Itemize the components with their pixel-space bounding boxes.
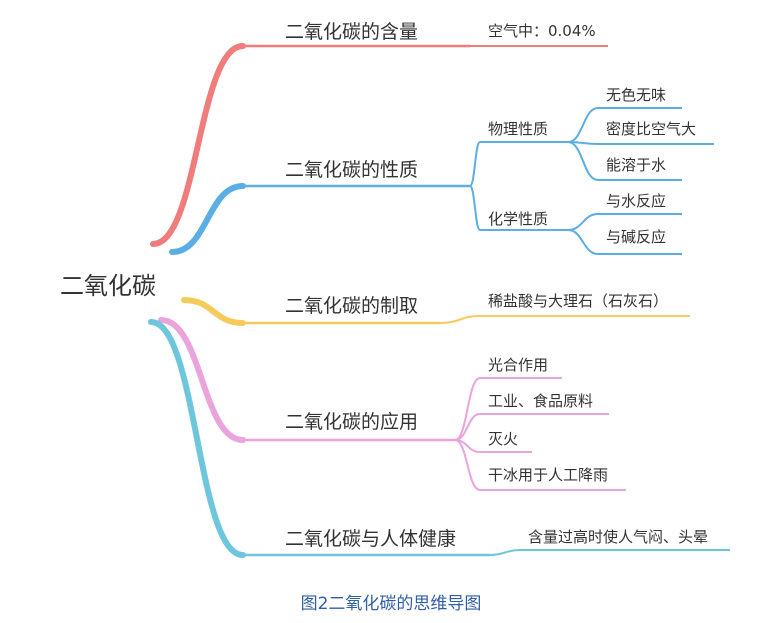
branch-connector-4 — [158, 317, 246, 443]
figure-caption: 图2二氧化碳的思维导图 — [300, 594, 482, 614]
leaf-connector — [567, 141, 599, 181]
child-label: 光合作用 — [488, 356, 548, 374]
root-node-label: 二氧化碳 — [60, 272, 156, 300]
child-label: 物理性质 — [488, 120, 548, 138]
mindmap-diagram: 二氧化碳 二氧化碳的含量 空气中：0.04% 二氧化碳的性质 物理性质 无色无味密度比空气… — [60, 21, 730, 558]
branch-label-1: 二氧化碳的含量 — [285, 21, 418, 43]
child-connector — [439, 315, 481, 324]
child-label: 灭火 — [488, 430, 518, 448]
child-connector — [469, 141, 481, 187]
leaf-label: 能溶于水 — [606, 156, 666, 174]
child-label: 干冰用于人工降雨 — [488, 466, 608, 484]
child-label: 工业、食品原料 — [488, 392, 593, 410]
child-label: 化学性质 — [488, 210, 548, 228]
branch-connector-1 — [150, 43, 246, 247]
branch-connector-2 — [169, 183, 246, 255]
child-connector — [454, 413, 481, 441]
leaf-label: 与碱反应 — [606, 228, 666, 246]
child-connector — [454, 439, 481, 491]
branch-label-2: 二氧化碳的性质 — [285, 159, 418, 181]
branch-connector-3 — [181, 297, 246, 326]
child-label: 空气中：0.04% — [488, 22, 596, 40]
child-label: 稀盐酸与大理石（石灰石） — [488, 292, 668, 310]
child-label: 含量过高时使人气闷、头晕 — [528, 528, 708, 546]
leaf-label: 无色无味 — [606, 86, 666, 104]
branch-label-4: 二氧化碳的应用 — [285, 411, 418, 433]
leaf-connector — [567, 107, 599, 143]
leaf-connector — [567, 213, 599, 231]
branch-label-5: 二氧化碳与人体健康 — [285, 528, 456, 550]
child-connector — [454, 377, 481, 441]
leaf-connector — [567, 229, 599, 255]
child-connector — [469, 185, 481, 231]
branch-connector-5 — [148, 319, 246, 558]
leaf-label: 与水反应 — [606, 192, 666, 210]
branch-label-3: 二氧化碳的制取 — [285, 295, 418, 317]
leaf-label: 密度比空气大 — [606, 120, 696, 138]
child-connector — [489, 549, 521, 556]
